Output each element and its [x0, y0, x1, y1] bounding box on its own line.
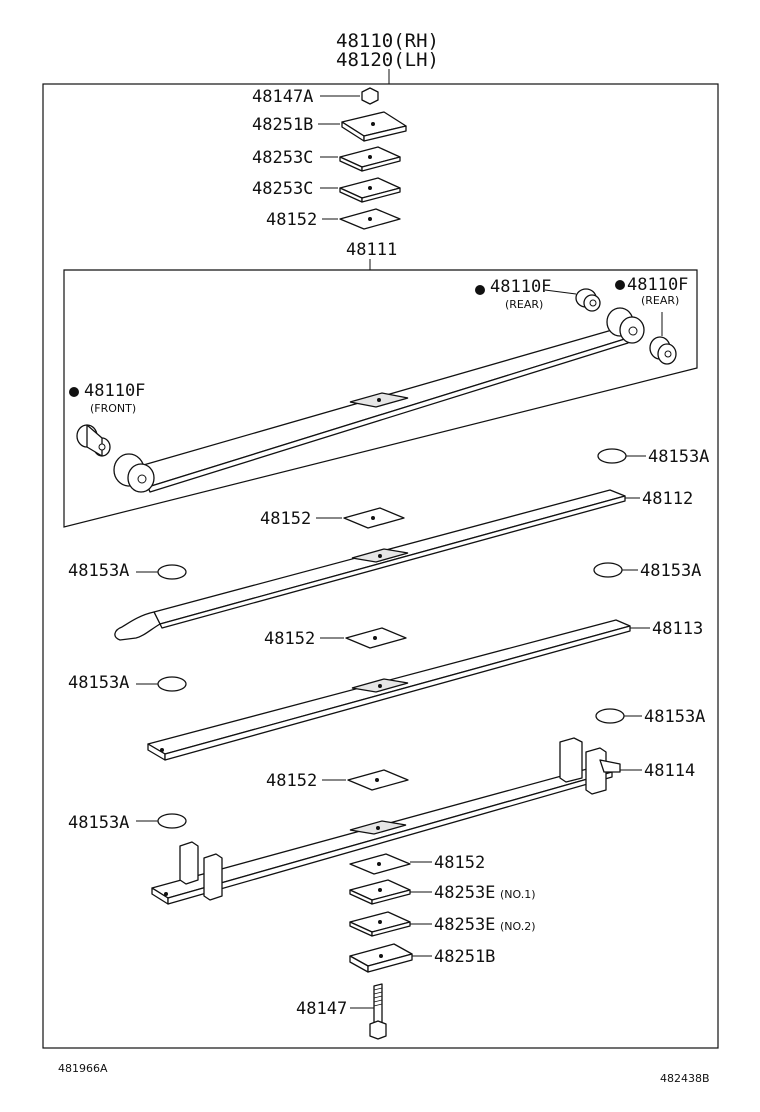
plate-48251B-upper[interactable] — [318, 111, 407, 142]
nut-48147A[interactable] — [320, 87, 379, 105]
spacer-48253E-no1[interactable] — [349, 879, 432, 905]
sublabel-no1: (NO.1) — [500, 888, 536, 901]
label-48112: 48112 — [642, 489, 693, 509]
bushing-48110F-front[interactable] — [63, 350, 111, 520]
label-48152-upper: 48152 — [266, 210, 317, 230]
leaf-48112[interactable] — [114, 489, 640, 641]
label-48251B-upper: 48251B — [252, 115, 313, 135]
label-48251B-lower: 48251B — [434, 947, 495, 967]
pad-48153A-right-3[interactable] — [595, 708, 642, 724]
label-48110F-rear-1: 48110F — [490, 277, 551, 297]
label-48152-4: 48152 — [266, 771, 317, 791]
center-bolt-48147[interactable] — [350, 983, 387, 1040]
label-48111: 48111 — [346, 240, 397, 260]
spacer-48253C-1[interactable] — [320, 146, 401, 172]
label-48153A-left-2: 48153A — [68, 673, 129, 693]
spacer-48253E-no2[interactable] — [349, 911, 432, 937]
label-48152-3: 48152 — [264, 629, 315, 649]
pad-48153A-right-1[interactable] — [597, 448, 646, 464]
label-48153A-right-3: 48153A — [644, 707, 705, 727]
label-48253E-no2: 48253E — [434, 915, 495, 935]
pad-48152-3[interactable] — [320, 627, 407, 649]
label-48153A-right-2: 48153A — [640, 561, 701, 581]
label-48114: 48114 — [644, 761, 695, 781]
label-48253C-2: 48253C — [252, 179, 313, 199]
pad-48153A-left-3[interactable] — [136, 813, 187, 829]
label-48110F-front: 48110F — [84, 381, 145, 401]
bullet-dot-icon — [69, 387, 79, 397]
leaf-48114[interactable] — [151, 737, 642, 905]
sublabel-rear-1: (REAR) — [505, 298, 543, 311]
pad-48153A-left-2[interactable] — [136, 676, 187, 692]
title-line-2: 48120(LH) — [336, 49, 439, 71]
pad-48153A-right-2[interactable] — [593, 562, 638, 578]
bushing-48110F-rear-1[interactable] — [475, 285, 601, 312]
plate-48251B-lower[interactable] — [349, 943, 432, 973]
sublabel-rear-2: (REAR) — [641, 294, 679, 307]
label-48147A: 48147A — [252, 87, 313, 107]
label-48153A-left-3: 48153A — [68, 813, 129, 833]
footer-code-left: 481966A — [58, 1062, 108, 1075]
assembly-frame — [42, 83, 719, 1049]
label-48152-2: 48152 — [260, 509, 311, 529]
label-48253C-1: 48253C — [252, 148, 313, 168]
bushing-48110F-rear-2[interactable] — [615, 280, 677, 365]
pad-48152-lower[interactable] — [349, 853, 432, 875]
label-48152-lower: 48152 — [434, 853, 485, 873]
label-48113: 48113 — [652, 619, 703, 639]
title-line-1: 48110(RH) — [336, 30, 439, 52]
main-leaf-48111[interactable] — [113, 307, 645, 493]
footer-code-right: 482438B — [660, 1072, 710, 1085]
sublabel-no2: (NO.2) — [500, 920, 536, 933]
bullet-dot-icon — [475, 285, 485, 295]
label-48147: 48147 — [296, 999, 347, 1019]
pad-48152-4[interactable] — [322, 769, 409, 791]
bullet-dot-icon — [615, 280, 625, 290]
sublabel-front: (FRONT) — [90, 402, 136, 415]
pad-48152-upper[interactable] — [322, 208, 401, 230]
label-48253E-no1: 48253E — [434, 883, 495, 903]
label-48153A-left-1: 48153A — [68, 561, 129, 581]
pad-48153A-left-1[interactable] — [136, 564, 187, 580]
spacer-48253C-2[interactable] — [320, 177, 401, 203]
pad-48152-2[interactable] — [316, 507, 405, 529]
leaf-48113[interactable] — [147, 619, 650, 761]
label-48110F-rear-2: 48110F — [627, 275, 688, 295]
label-48153A-right-1: 48153A — [648, 447, 709, 467]
